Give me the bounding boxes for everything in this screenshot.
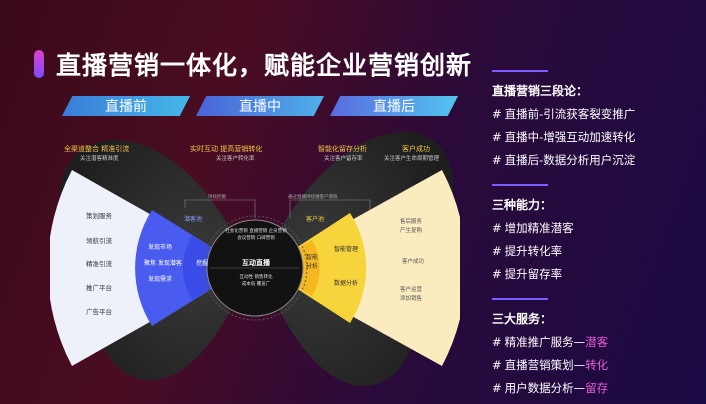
center-top-text: 社会化营销 直播营销 企员营销 会议营销 口碑营销	[225, 229, 287, 241]
divider	[492, 298, 548, 300]
connector-label-left: 持续挖掘	[208, 195, 226, 200]
center-bottom-text: 互动性 销售转化 成本低 覆盖广	[239, 275, 273, 287]
section-title: 三种能力：	[492, 198, 553, 212]
banner-during-live: 直播中	[196, 96, 324, 116]
list-item: #用户数据分析—留存	[492, 381, 609, 395]
list-item: #增加精准潜客	[492, 221, 574, 235]
customer-pool-label: 客户池	[306, 216, 325, 223]
divider	[492, 184, 548, 186]
left-outer-item: 策划服务	[86, 212, 112, 220]
divider	[492, 70, 548, 72]
left-mid-item: 聚焦 发现潜客	[144, 260, 182, 267]
right-mid-item: 智能管理	[334, 246, 359, 253]
title-accent-bar	[34, 50, 44, 78]
butterfly-diagram: 全渠道整合 精准引流 关注潜客精准度 实时互动 提高营销转化 关注客户转化率 智…	[50, 118, 460, 404]
left-outer-item: 领航引流	[86, 237, 112, 245]
list-item: #直播后-数据分析用户沉淀	[492, 153, 636, 167]
potential-pool-label: 潜客池	[184, 216, 203, 223]
header-realtime-interaction: 实时互动 提高营销转化	[190, 145, 263, 153]
list-item: #提升留存率	[492, 267, 563, 281]
right-mid-item: 数据分析	[334, 280, 359, 287]
right-outer-item: 客户成功	[402, 259, 425, 265]
header-retention-analysis: 智能化留存分析	[318, 145, 367, 153]
list-item: #直播营销策划—转化	[492, 358, 609, 372]
list-item: #精准推广服务—潜客	[492, 335, 609, 349]
header-customer-success-sub: 关注客户生命周期管理	[384, 156, 440, 162]
list-item: #直播前-引流获客裂变推广	[492, 107, 636, 121]
banner-before-live: 直播前	[62, 96, 190, 116]
right-outer-item: 售后服务 产生复购	[400, 219, 423, 234]
butterfly-graphic	[50, 131, 460, 387]
page-title: 直播营销一体化，赋能企业营销创新	[56, 51, 473, 80]
center-main-label: 互动直播	[242, 259, 270, 267]
section-title: 三大服务：	[492, 312, 553, 326]
list-item: #直播中-增强互动加速转化	[492, 130, 636, 144]
left-outer-item: 推广平台	[86, 284, 112, 292]
left-inner-label: 挖掘	[196, 260, 209, 267]
left-outer-item: 广告平台	[86, 308, 112, 316]
header-realtime-sub: 关注客户转化率	[216, 156, 255, 162]
left-outer-item: 精准引流	[86, 260, 112, 268]
header-channel-integration: 全渠道整合 精准引流	[64, 145, 130, 153]
right-inner-label: 智能 分析	[306, 254, 319, 270]
summary-panel: 直播营销三段论： #直播前-引流获客裂变推广 #直播中-增强互动加速转化 #直播…	[492, 70, 692, 403]
left-mid-item: 发现市场	[148, 244, 173, 251]
list-item: #提升转化率	[492, 244, 563, 258]
header-retention-sub: 关注客户留存率	[324, 156, 363, 162]
header-channel-sub: 关注潜客精准度	[80, 156, 119, 162]
banner-after-live: 直播后	[330, 96, 458, 116]
right-outer-item: 客户运营 添加销售	[400, 287, 423, 302]
left-mid-item: 发现需求	[148, 276, 173, 283]
section-title: 直播营销三段论：	[492, 84, 589, 98]
header-customer-success: 客户成功	[402, 145, 430, 153]
connector-label-right: 通过直播持续维客户增值	[288, 195, 338, 200]
